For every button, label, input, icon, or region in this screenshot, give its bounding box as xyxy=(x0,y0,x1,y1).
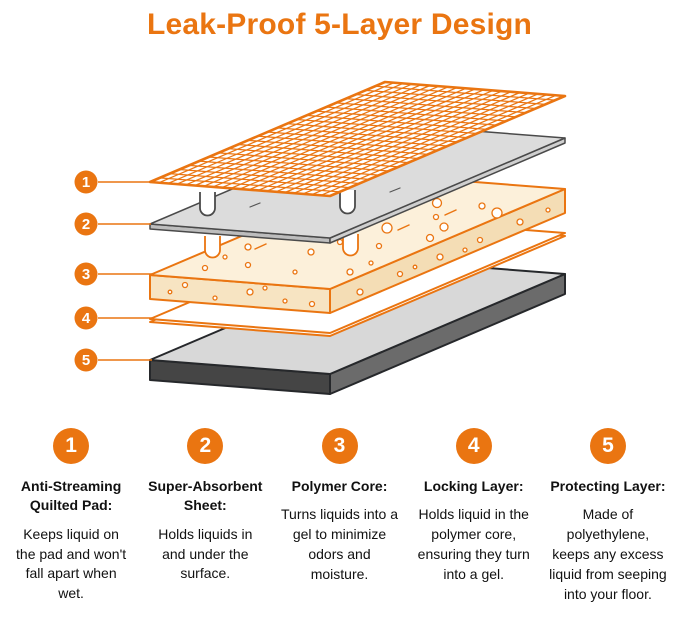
callout-number-5: 5 xyxy=(82,352,90,369)
feature-description-4: Holds liquid in the polymer core, ensuri… xyxy=(417,506,530,582)
diagram-callouts: 1 2 3 4 5 xyxy=(74,170,152,372)
callout-badge-4 xyxy=(74,306,98,330)
layer-1-quilted-pad xyxy=(148,80,567,198)
feature-description-3: Turns liquids into a gel to minimize odo… xyxy=(281,506,398,582)
feature-description-2: Holds liquids in and under the surface. xyxy=(158,525,253,582)
callout-number-4: 4 xyxy=(82,310,91,327)
feature-heading-1: Anti-Streaming Quilted Pad: xyxy=(20,478,122,514)
callout-badge-1 xyxy=(74,170,98,194)
mesh-pattern xyxy=(150,82,565,196)
callout-badge-5 xyxy=(74,348,98,372)
feature-absorbent-sheet: 2 Super-Absorbent Sheet: Holds liquids i… xyxy=(138,428,272,605)
stitch-notches-core xyxy=(204,234,359,259)
feature-polymer-core: 3 Polymer Core: Turns liquids into a gel… xyxy=(272,428,406,605)
feature-description-5: Made of polyethylene, keeps any excess l… xyxy=(549,506,667,602)
feature-number-badge-1: 1 xyxy=(53,428,90,464)
layer-3-polymer-core xyxy=(149,174,566,314)
feature-locking-layer: 4 Locking Layer: Holds liquid in the pol… xyxy=(407,428,541,605)
callout-number-2: 2 xyxy=(82,216,90,233)
feature-number-badge-4: 4 xyxy=(455,428,492,464)
quilting-dashes-sheet xyxy=(249,187,401,208)
feature-heading-4: Locking Layer: xyxy=(423,478,524,494)
callout-badge-2 xyxy=(74,212,98,236)
feature-heading-5: Protecting Layer: xyxy=(550,478,666,494)
feature-heading-3: Polymer Core: xyxy=(291,478,388,494)
feature-description-1: Keeps liquid on the pad and won't fall a… xyxy=(16,525,127,602)
feature-number-badge-2: 2 xyxy=(187,428,224,464)
callout-number-1: 1 xyxy=(82,174,90,191)
page-title: Leak-Proof 5-Layer Design xyxy=(146,8,533,41)
feature-list: 1 Anti-Streaming Quilted Pad: Keeps liqu… xyxy=(0,414,679,605)
feature-quilted-pad: 1 Anti-Streaming Quilted Pad: Keeps liqu… xyxy=(4,428,138,605)
feature-heading-2: Super-Absorbent Sheet: xyxy=(148,478,263,514)
feature-number-badge-3: 3 xyxy=(321,428,358,464)
callout-badge-3 xyxy=(74,262,98,286)
feature-protecting-layer: 5 Protecting Layer: Made of polyethylene… xyxy=(541,428,675,605)
callout-number-3: 3 xyxy=(82,266,90,283)
feature-number-badge-5: 5 xyxy=(589,428,626,464)
stitch-notches-sheet xyxy=(199,190,356,217)
layer-diagram: 1 2 3 4 5 xyxy=(74,80,567,395)
